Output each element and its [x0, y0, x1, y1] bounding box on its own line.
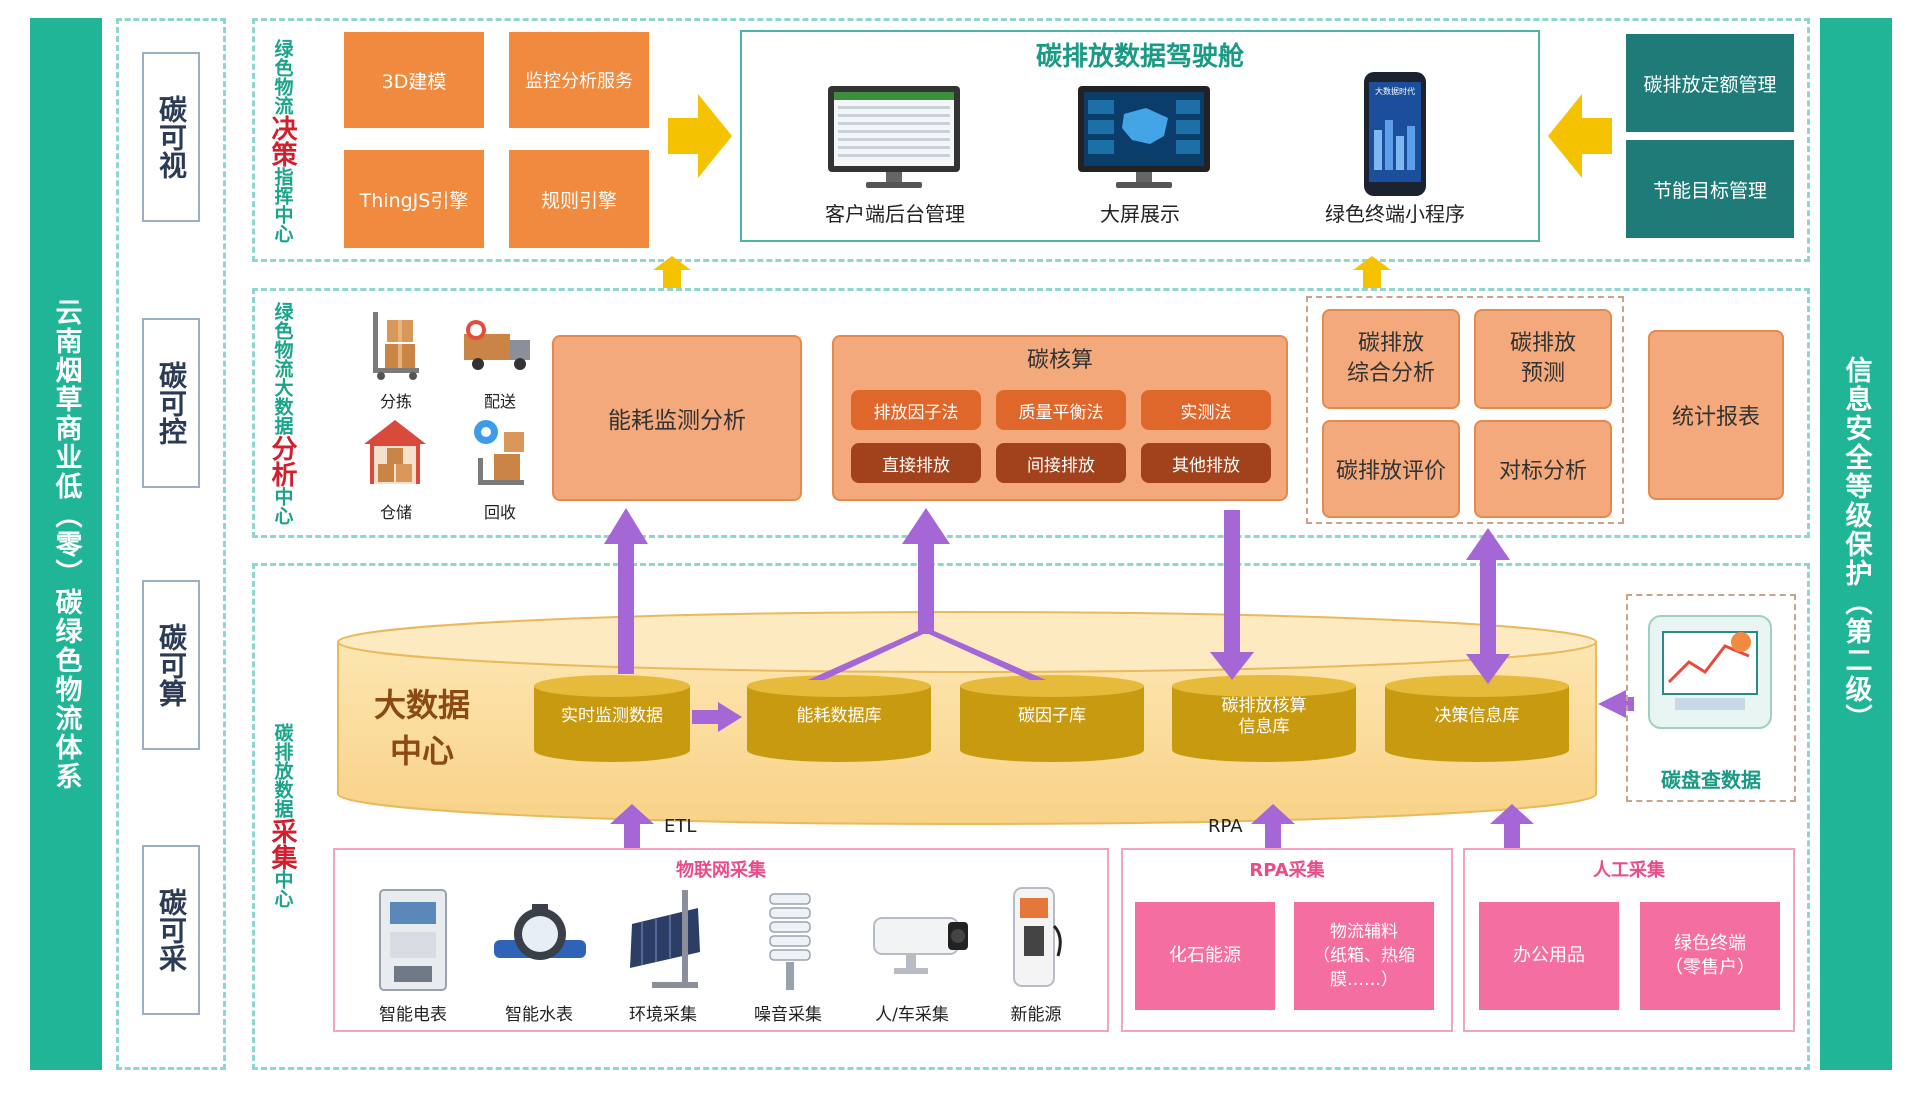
type-indirect-emission: 间接排放 [996, 443, 1126, 483]
security-protection-bar: 信息安全等级保护（第二级） [1820, 18, 1892, 1070]
decision-center-label: 绿色物流决策指挥中心 [267, 39, 297, 243]
delivery-truck-icon [464, 320, 530, 370]
warehouse-icon [364, 420, 426, 484]
layer-label-visible: 碳可视 [142, 52, 200, 222]
phone-banner-text: 大数据时代 [1375, 87, 1415, 96]
cockpit-title: 碳排放数据驾驶舱 [1035, 42, 1244, 72]
tile-logistics-materials: 物流辅料 （纸箱、热缩 膜……） [1294, 902, 1434, 1010]
etl-label: ETL [664, 816, 697, 837]
decision-section [252, 18, 1810, 262]
db-label-realtime: 实时监测数据 [561, 706, 663, 726]
tile-rule-engine: 规则引擎 [509, 150, 649, 248]
db-emission-accounting [1172, 675, 1356, 762]
layer-label-calculable: 碳可算 [142, 580, 200, 750]
recycle-icon [474, 420, 524, 485]
carbon-inventory-icon [1648, 615, 1772, 729]
logistics-label-warehouse: 仓储 [379, 503, 412, 522]
device-label-person-vehicle: 人/车采集 [875, 1005, 949, 1025]
db-label-decision: 决策信息库 [1434, 706, 1520, 726]
manual-collection-title: 人工采集 [1593, 860, 1665, 881]
method-emission-factor: 排放因子法 [851, 390, 981, 430]
device-label-new-energy: 新能源 [1010, 1005, 1062, 1025]
arrow-left-to-cockpit-icon [1548, 94, 1612, 178]
data-collection-section [252, 563, 1810, 1070]
db-label-energy: 能耗数据库 [796, 706, 882, 726]
environment-sensor-icon [630, 890, 700, 988]
device-label-water-meter: 智能水表 [505, 1005, 573, 1025]
db-label-emission-accounting: 碳排放核算 信息库 [1221, 696, 1307, 737]
mobile-phone-icon [1364, 72, 1426, 196]
analysis-group-frame [1306, 296, 1624, 524]
collection-center-label: 碳排放数据采集中心 [267, 722, 297, 908]
ev-charger-icon [1013, 887, 1062, 987]
device-label-environment: 环境采集 [629, 1005, 697, 1025]
carbon-inventory-frame [1626, 594, 1796, 802]
db-label-carbon-factor: 碳因子库 [1018, 706, 1086, 726]
method-measurement: 实测法 [1141, 390, 1271, 430]
rpa-label: RPA [1208, 816, 1243, 837]
tile-fossil-energy: 化石能源 [1135, 902, 1275, 1010]
noise-sensor-icon [769, 893, 811, 990]
tile-energy-target-mgmt: 节能目标管理 [1626, 140, 1794, 238]
device-label-noise: 噪音采集 [754, 1005, 822, 1025]
big-screen-display-icon [1078, 86, 1210, 188]
logistics-label-recycle: 回收 [483, 503, 516, 522]
statistics-report-box: 统计报表 [1648, 330, 1784, 500]
tile-office-supplies: 办公用品 [1479, 902, 1619, 1010]
box-emission-evaluation: 碳排放评价 [1322, 420, 1460, 518]
layer-label-column [116, 18, 226, 1070]
type-direct-emission: 直接排放 [851, 443, 981, 483]
analysis-center-label: 绿色物流大数据分析中心 [267, 301, 297, 525]
desktop-monitor-icon [828, 86, 960, 188]
cockpit-item-client-admin: 客户端后台管理 [825, 202, 965, 226]
iot-collection-panel [333, 848, 1109, 1032]
layer-label-collectable: 碳可采 [142, 845, 200, 1015]
big-data-center-title: 大数据 中心 [373, 686, 470, 770]
device-label-electric-meter: 智能电表 [379, 1005, 447, 1025]
layer-label-controllable: 碳可控 [142, 318, 200, 488]
tile-green-terminal-retailer: 绿色终端 （零售户） [1640, 902, 1780, 1010]
box-comprehensive-analysis: 碳排放 综合分析 [1322, 309, 1460, 409]
arrow-right-to-cockpit-icon [668, 94, 732, 178]
tile-emission-quota-mgmt: 碳排放定额管理 [1626, 34, 1794, 132]
rpa-collection-title: RPA采集 [1249, 860, 1325, 881]
db-energy-consumption [747, 675, 931, 762]
smart-electric-meter-icon [379, 889, 447, 991]
tile-thingjs-engine: ThingJS引擎 [344, 150, 484, 248]
box-benchmark-analysis: 对标分析 [1474, 420, 1612, 518]
box-emission-forecast: 碳排放 预测 [1474, 309, 1612, 409]
energy-monitoring-analysis-box: 能耗监测分析 [552, 335, 802, 501]
logistics-label-delivery: 配送 [483, 392, 516, 411]
analysis-section [252, 288, 1810, 538]
db-carbon-factor [960, 675, 1144, 762]
sorting-icon [373, 312, 419, 380]
db-decision-info [1385, 675, 1569, 762]
up-arrow-left-icon [653, 256, 691, 288]
up-arrow-right-icon [1353, 256, 1391, 288]
smart-water-meter-icon [494, 904, 586, 960]
system-title-bar: 云南烟草商业低（零）碳绿色物流体系 [30, 18, 102, 1070]
tile-3d-modeling: 3D建模 [344, 32, 484, 128]
carbon-inventory-label: 碳盘查数据 [1661, 768, 1761, 792]
db-realtime-monitoring [534, 675, 690, 762]
method-mass-balance: 质量平衡法 [996, 390, 1126, 430]
logistics-label-sorting: 分拣 [379, 392, 412, 411]
tile-monitor-analysis-service: 监控分析服务 [509, 32, 649, 128]
carbon-accounting-title: 碳核算 [1026, 348, 1093, 373]
iot-collection-title: 物联网采集 [676, 860, 766, 881]
type-other-emission: 其他排放 [1141, 443, 1271, 483]
camera-icon [873, 917, 968, 974]
cockpit-item-big-screen: 大屏展示 [1100, 202, 1180, 226]
cockpit-item-mini-program: 绿色终端小程序 [1325, 202, 1465, 226]
